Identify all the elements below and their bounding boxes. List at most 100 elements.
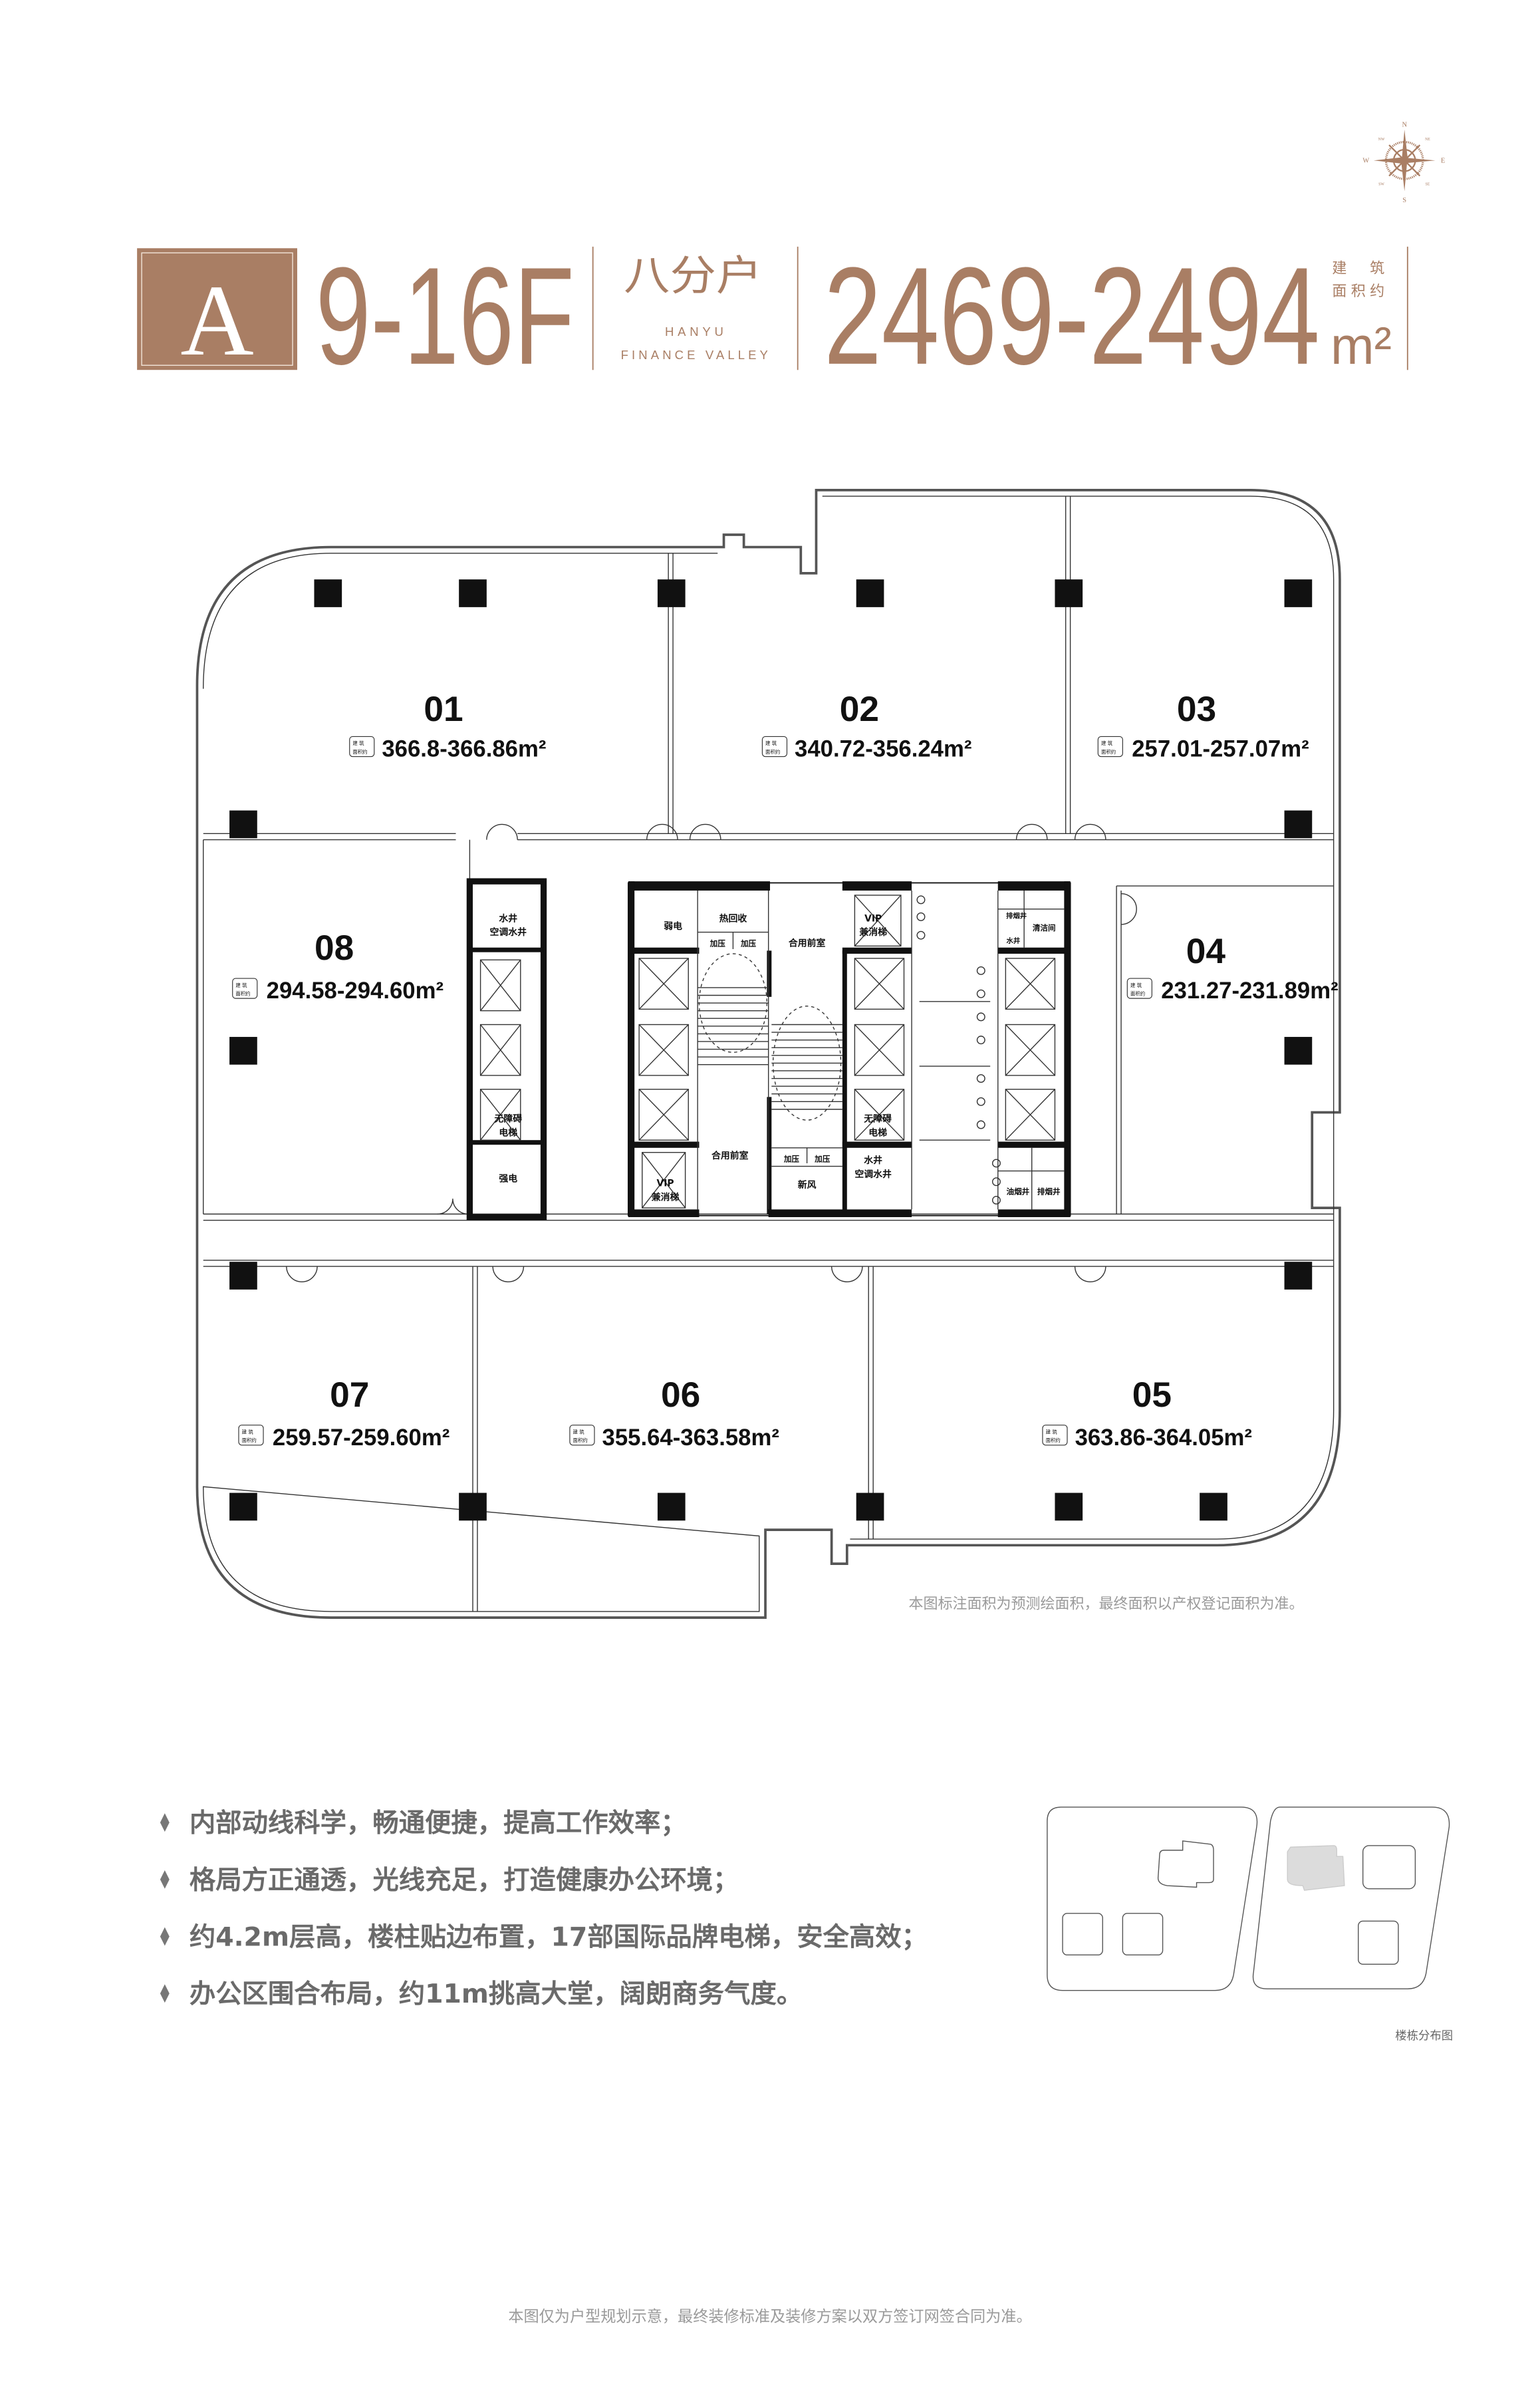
unit-number: 04	[1186, 932, 1226, 971]
structural-columns	[229, 579, 1313, 1521]
column	[1055, 579, 1083, 607]
feature-list: 内部动线科学，畅通便捷，提高工作效率； 格局方正通透，光线充足，打造健康办公环境…	[160, 1808, 928, 2009]
room-label: 弱电	[664, 920, 682, 932]
unit-number: 08	[315, 928, 354, 968]
feature-item: 格局方正通透，光线充足，打造健康办公环境；	[160, 1865, 739, 1896]
room-label: 合用前室	[711, 1150, 749, 1161]
area-badge: 面积约	[765, 748, 780, 755]
area-badge: 建 筑	[235, 982, 247, 988]
total-area: 2469-2494	[824, 239, 1320, 394]
units-per-floor: 八分户	[624, 251, 762, 300]
unit-area: 340.72-356.24m²	[795, 737, 971, 762]
building-letter: A	[180, 265, 253, 377]
column	[1284, 1037, 1313, 1065]
building-footprint	[1062, 1913, 1103, 1956]
unit-08: 08 建 筑 面积约 294.58-294.60m²	[232, 928, 444, 1004]
room-label: 排烟井	[1037, 1187, 1061, 1196]
room-label: 加压	[740, 938, 757, 948]
room-label: 无障碍	[863, 1113, 892, 1124]
room-label: 水井	[499, 913, 517, 924]
room-label: 加压	[709, 938, 726, 948]
room-label: VIP	[656, 1179, 674, 1189]
unit-area: 257.01-257.07m²	[1132, 737, 1309, 762]
area-badge: 面积约	[1046, 1437, 1061, 1443]
feature-item: 约4.2m层高，楼柱贴边布置，17部国际品牌电梯，安全高效；	[160, 1921, 928, 1952]
area-badge: 建 筑	[1046, 1428, 1058, 1435]
unit-number: 02	[840, 690, 879, 729]
column	[1284, 579, 1313, 607]
column	[856, 1492, 884, 1521]
column	[1284, 1262, 1313, 1290]
unit-05: 05 建 筑 面积约 363.86-364.05m²	[1042, 1375, 1252, 1451]
door-icons	[286, 823, 1137, 1282]
column	[1055, 1492, 1083, 1521]
diamond-bullet-icon	[160, 1870, 170, 1889]
building-footprint	[1157, 1840, 1214, 1888]
unit-number: 07	[330, 1375, 369, 1415]
unit-area: 363.86-364.05m²	[1075, 1425, 1252, 1451]
brand-line1: HANYU	[665, 325, 727, 339]
floor-range: 9-16F	[316, 239, 575, 394]
building-footprint	[1358, 1920, 1399, 1965]
area-badge: 面积约	[235, 990, 250, 996]
compass-e: E	[1441, 158, 1445, 165]
column	[229, 1037, 257, 1065]
room-label: 水井	[864, 1155, 882, 1166]
room-label: 合用前室	[789, 937, 826, 948]
room-label: 新风	[798, 1179, 817, 1191]
column	[856, 579, 884, 607]
unit-number: 05	[1132, 1375, 1172, 1415]
area-unit: m²	[1331, 317, 1392, 375]
footer-note: 本图仅为户型规划示意，最终装修标准及装修方案以双方签订网签合同为准。	[508, 2309, 1031, 2326]
area-badge: 面积约	[242, 1437, 257, 1443]
column	[1284, 810, 1313, 839]
unit-06: 06 建 筑 面积约 355.64-363.58m²	[569, 1375, 779, 1451]
column	[229, 810, 257, 839]
unit-area: 259.57-259.60m²	[273, 1425, 449, 1451]
site-parcel-west	[1047, 1806, 1258, 1991]
area-badge: 面积约	[352, 748, 367, 755]
feature-text: 内部动线科学，畅通便捷，提高工作效率；	[190, 1808, 687, 1838]
unit-area: 294.58-294.60m²	[267, 978, 444, 1004]
compass-nw: NW	[1378, 138, 1385, 142]
diamond-bullet-icon	[160, 1813, 170, 1832]
diamond-bullet-icon	[160, 1927, 170, 1946]
unit-03: 03 建 筑 面积约 257.01-257.07m²	[1097, 690, 1309, 762]
room-label: 空调水井	[854, 1169, 892, 1180]
column	[657, 1492, 686, 1521]
feature-text: 办公区围合布局，约11m挑高大堂，阔朗商务气度。	[190, 1979, 803, 2009]
brand-line2: FINANCE VALLEY	[621, 348, 771, 362]
diamond-bullet-icon	[160, 1984, 170, 2003]
column	[314, 579, 342, 607]
unit-area: 366.8-366.86m²	[382, 737, 546, 762]
building-footprint-highlighted	[1287, 1845, 1345, 1891]
building-badge	[137, 248, 297, 370]
room-label: 电梯	[868, 1127, 887, 1138]
room-label: 兼消梯	[859, 926, 887, 938]
area-badge: 建 筑	[352, 740, 364, 746]
compass-w: W	[1362, 158, 1369, 165]
unit-number: 06	[661, 1375, 700, 1415]
site-parcel-east	[1252, 1806, 1450, 1990]
compass-s: S	[1402, 197, 1406, 204]
room-label: 水井	[1007, 936, 1021, 945]
area-label-line1: 建 筑	[1332, 260, 1384, 277]
column	[229, 1492, 257, 1521]
room-label: 热回收	[719, 913, 747, 924]
area-badge: 建 筑	[242, 1428, 254, 1435]
area-badge: 面积约	[573, 1437, 588, 1443]
header: A 9-16F 八分户 HANYU FINANCE VALLEY 2469-24…	[137, 239, 1408, 394]
room-label: 空调水井	[490, 926, 527, 938]
unit-number: 03	[1177, 690, 1216, 729]
area-badge: 建 筑	[1101, 740, 1113, 746]
feature-text: 格局方正通透，光线充足，打造健康办公环境；	[190, 1865, 739, 1896]
unit-02: 02 建 筑 面积约 340.72-356.24m²	[761, 690, 971, 762]
column	[459, 1492, 487, 1521]
area-badge: 建 筑	[765, 740, 777, 746]
unit-area: 355.64-363.58m²	[602, 1425, 779, 1451]
room-label: 加压	[814, 1155, 831, 1164]
building-outline	[195, 488, 1341, 1620]
building-footprint	[1122, 1913, 1164, 1956]
room-label: 加压	[783, 1155, 800, 1164]
